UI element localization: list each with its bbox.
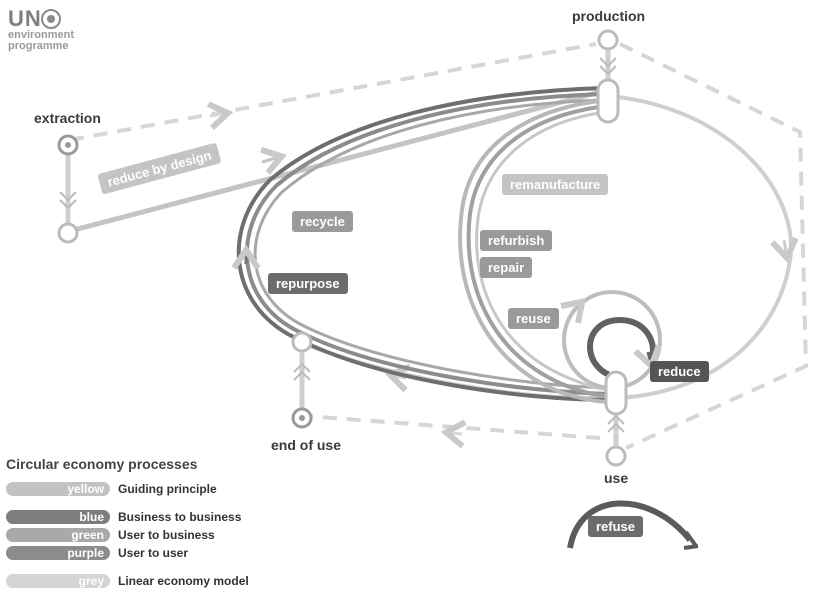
dashed-production-to-use	[619, 42, 809, 450]
label-extraction: extraction	[34, 110, 101, 126]
legend-swatch-purple: purple	[6, 546, 110, 560]
legend-label: Business to business	[118, 510, 242, 524]
dashed-use-to-end-of-use	[305, 414, 601, 440]
tag-refuse: refuse	[588, 516, 644, 537]
use-chevrons	[607, 414, 625, 433]
reduce-by-design-line	[73, 89, 601, 233]
legend-label: Linear economy model	[118, 574, 249, 588]
outer-loop-arrow	[770, 236, 799, 264]
legend-title: Circular economy processes	[6, 456, 198, 472]
legend-swatch-grey: grey	[6, 574, 110, 588]
legend-row: yellow Guiding principle	[6, 480, 249, 498]
end-of-use-chevrons	[293, 362, 311, 381]
logo-un: UN	[8, 6, 42, 31]
legend-row: purple User to user	[6, 544, 249, 562]
logo-line2: programme	[8, 40, 69, 52]
production-chevrons	[599, 57, 617, 76]
legend-swatch-blue: blue	[6, 510, 110, 524]
dashed-arrow-1	[206, 101, 234, 130]
legend-label: Guiding principle	[118, 482, 217, 496]
legend-label: User to user	[118, 546, 189, 560]
legend: Circular economy processes yellow Guidin…	[6, 456, 249, 590]
legend-row: grey Linear economy model	[6, 572, 249, 590]
use-to-end-arrow	[384, 363, 412, 393]
node-end-of-use	[291, 331, 313, 429]
node-use	[604, 370, 628, 467]
tag-recycle: recycle	[292, 211, 353, 232]
legend-row: green User to business	[6, 526, 249, 544]
node-production	[596, 29, 620, 124]
legend-label: User to business	[118, 528, 215, 542]
tag-refurbish: refurbish	[480, 230, 553, 251]
tag-remanufacture: remanufacture	[502, 174, 609, 195]
label-production: production	[572, 8, 646, 24]
tag-repurpose: repurpose	[268, 273, 348, 294]
reduce-by-design-arrow	[260, 146, 287, 175]
node-extraction	[57, 134, 79, 244]
extraction-chevrons	[59, 191, 77, 210]
label-use: use	[604, 470, 629, 486]
tag-reuse: reuse	[508, 308, 559, 329]
reduce-arrow	[633, 344, 662, 372]
outer-loop-right	[609, 94, 794, 400]
refuse-arrowhead-2	[683, 544, 699, 550]
label-end-of-use: end of use	[271, 437, 342, 453]
legend-swatch-yellow: yellow	[6, 482, 110, 496]
reduce-loop	[587, 316, 656, 381]
linear-economy-path	[69, 42, 809, 450]
reuse-arrow	[560, 297, 587, 324]
refuse-arc	[567, 500, 693, 549]
un-emblem-icon	[41, 9, 61, 29]
logo-line1: environment	[8, 29, 75, 41]
legend-swatch-green: green	[6, 528, 110, 542]
refuse-arrowhead	[684, 530, 698, 548]
recycle-loop	[236, 86, 613, 402]
dashed-extraction-to-production	[69, 42, 597, 142]
tag-reduce: reduce	[650, 361, 709, 382]
dashed-arrow-2	[440, 419, 467, 449]
tag-repair: repair	[480, 257, 533, 278]
unep-logo: UN environment programme	[8, 8, 74, 52]
legend-row: blue Business to business	[6, 508, 249, 526]
